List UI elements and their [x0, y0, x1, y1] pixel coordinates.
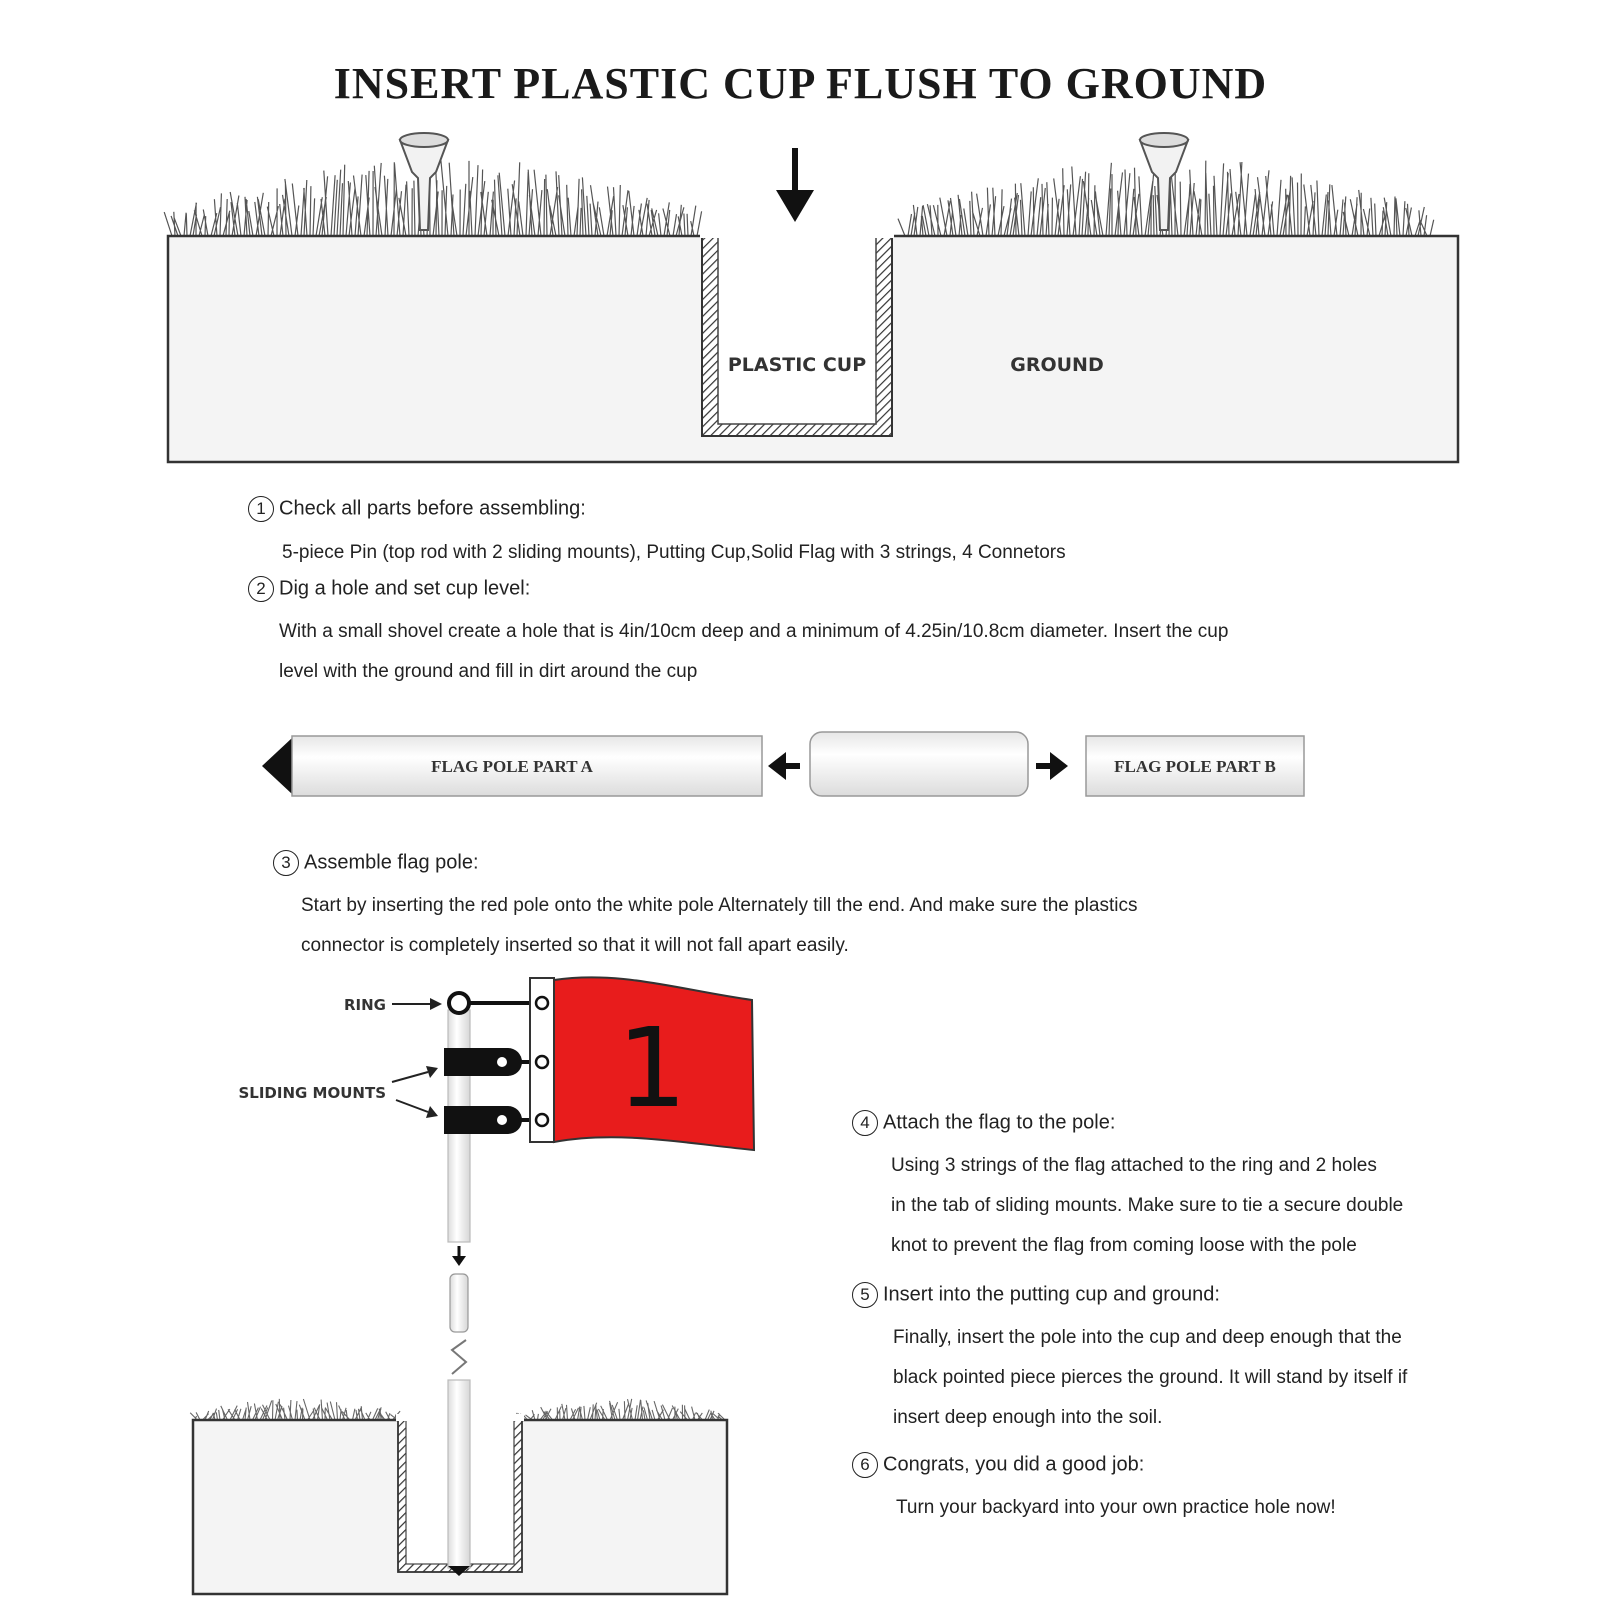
step-1-number: 1 — [248, 496, 274, 522]
step-6-line-1: Turn your backyard into your own practic… — [896, 1497, 1336, 1518]
flag-assembly-diagram: 1 RING SLIDING MOUNTS — [189, 976, 756, 1596]
mounts-arrows-icon — [391, 1066, 438, 1118]
bottom-ground-diagram — [189, 1379, 729, 1596]
flag-number: 1 — [617, 1004, 687, 1132]
plastic-cup-shape — [717, 235, 877, 425]
step-5-line-2: black pointed piece pierces the ground. … — [893, 1367, 1408, 1388]
step-4-heading-text: Attach the flag to the pole: — [883, 1111, 1116, 1134]
step-1-line-1: 5-piece Pin (top rod with 2 sliding moun… — [282, 542, 1066, 563]
ground-label: GROUND — [1010, 354, 1103, 376]
part-a-label: FLAG POLE PART A — [431, 757, 593, 776]
step-1-heading-text: Check all parts before assembling: — [279, 497, 586, 520]
step-4-line-3: knot to prevent the flag from coming loo… — [891, 1235, 1357, 1256]
step-4-line-1: Using 3 strings of the flag attached to … — [891, 1155, 1377, 1176]
grass-right — [897, 157, 1435, 237]
sliding-mount-lower-icon — [444, 1106, 538, 1134]
small-connector — [449, 1273, 469, 1333]
part-b-label: FLAG POLE PART B — [1114, 757, 1276, 776]
step-6-number: 6 — [852, 1452, 878, 1478]
small-down-arrow-icon — [452, 1246, 466, 1266]
pole-parts-diagram: FLAG POLE PART A FLAG POLE PART B — [262, 731, 1305, 797]
step-5-heading-text: Insert into the putting cup and ground: — [883, 1283, 1220, 1306]
step-2-line-1: With a small shovel create a hole that i… — [279, 621, 1229, 642]
top-ground-diagram: PLASTIC CUP GROUND — [163, 132, 1460, 464]
step-3-heading-text: Assemble flag pole: — [304, 851, 479, 874]
grass-left — [163, 158, 703, 237]
sliding-mount-upper-icon — [444, 1048, 538, 1076]
flag-pole-part-b — [1085, 735, 1305, 797]
pointed-tip-icon — [262, 738, 292, 794]
flag-pole-lower — [447, 1379, 471, 1569]
ring-arrow-icon — [392, 998, 442, 1010]
right-arrow-icon — [1036, 752, 1068, 780]
flag-pole-part-a — [291, 735, 763, 797]
step-6-heading-text: Congrats, you did a good job: — [883, 1453, 1145, 1476]
step-5-line-1: Finally, insert the pole into the cup an… — [893, 1327, 1402, 1348]
step-3-line-1: Start by inserting the red pole onto the… — [301, 895, 1138, 916]
step-2-line-2: level with the ground and fill in dirt a… — [279, 661, 698, 682]
step-2-number: 2 — [248, 576, 274, 602]
step-2-heading-text: Dig a hole and set cup level: — [279, 577, 531, 600]
connector-piece — [809, 731, 1029, 797]
tee-right-icon — [1138, 132, 1190, 231]
step-5-number: 5 — [852, 1282, 878, 1308]
sliding-mounts-label: SLIDING MOUNTS — [238, 1084, 386, 1102]
red-flag — [553, 976, 756, 1152]
left-arrow-icon — [768, 752, 800, 780]
tee-left-icon — [398, 132, 450, 231]
ring-icon — [447, 991, 471, 1015]
break-squiggle-icon — [450, 1339, 468, 1375]
step-5-line-3: insert deep enough into the soil. — [893, 1407, 1163, 1428]
step-3-line-2: connector is completely inserted so that… — [301, 935, 849, 956]
plastic-cup-label: PLASTIC CUP — [728, 354, 866, 376]
ring-label: RING — [344, 996, 386, 1014]
step-3-number: 3 — [273, 850, 299, 876]
step-4-line-2: in the tab of sliding mounts. Make sure … — [891, 1195, 1404, 1216]
down-arrow-icon — [776, 148, 814, 222]
step-4-number: 4 — [852, 1110, 878, 1136]
page-title: INSERT PLASTIC CUP FLUSH TO GROUND — [333, 59, 1268, 108]
